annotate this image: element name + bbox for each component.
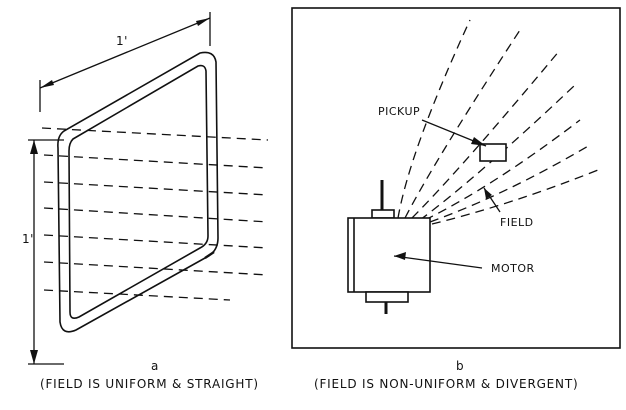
top-dimension-label: 1': [116, 34, 128, 48]
pickup-coil: [479, 143, 507, 162]
uniform-field-figure: [28, 12, 269, 365]
uniform-field-lines: [41, 127, 269, 301]
motor: [347, 180, 431, 314]
figure-a-caption: (FIELD IS UNIFORM & STRAIGHT): [40, 377, 259, 391]
square-loop: [57, 51, 219, 333]
figure-b-letter: b: [456, 359, 465, 373]
motor-label: MOTOR: [491, 262, 535, 275]
figure-b-caption: (FIELD IS NON-UNIFORM & DIVERGENT): [314, 377, 579, 391]
divergent-field-figure: [291, 7, 621, 349]
figure-b-frame: [291, 7, 621, 349]
pickup-label: PICKUP: [378, 105, 421, 118]
top-dimension: [39, 12, 211, 112]
figure-a-letter: a: [151, 359, 160, 373]
field-label: FIELD: [500, 216, 534, 229]
leader-lines: [393, 119, 501, 269]
left-dimension: [28, 139, 64, 365]
left-dimension-label: 1': [22, 232, 34, 246]
divergent-field-lines: [397, 19, 599, 225]
